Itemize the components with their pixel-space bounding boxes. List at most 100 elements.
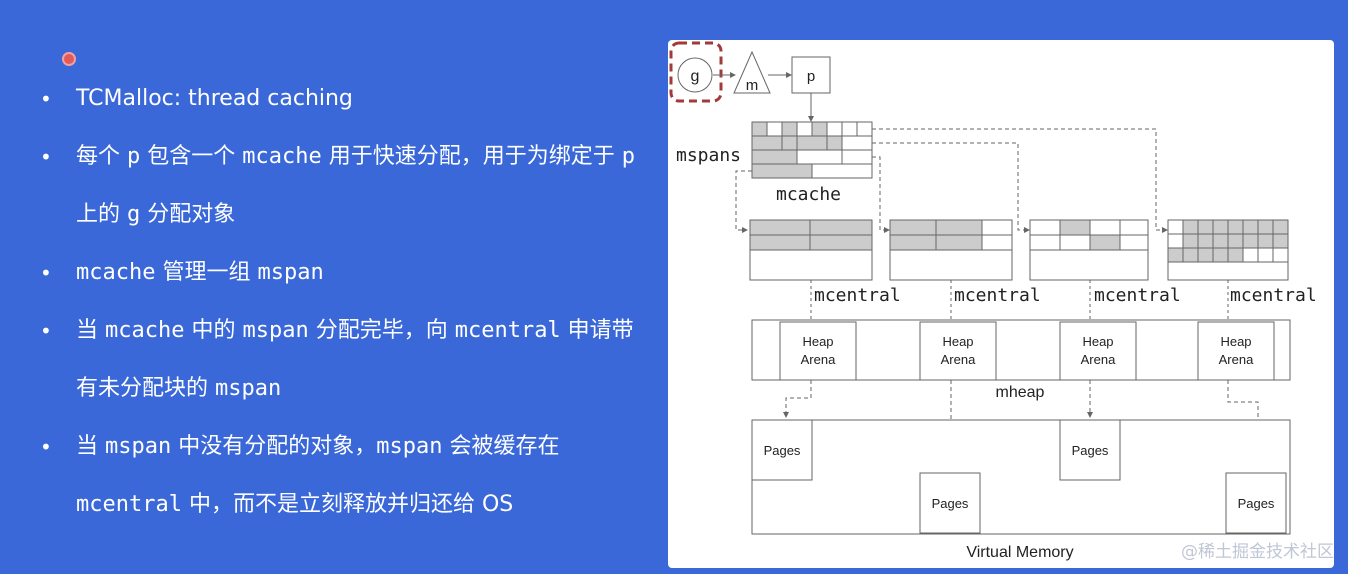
bullet-text: 中没有分配的对象， [171,434,377,459]
bullet-text: p [621,144,635,169]
mcentral-cell [1197,247,1214,263]
heap-arena-label: Arena [801,352,836,367]
g-label: g [691,68,700,85]
bullet-text: mcache [76,260,156,285]
route-pages-arrow-1 [783,412,789,418]
p-to-mcache-arrow [808,116,814,122]
bullet-text: 用于快速分配，用于为绑定于 [321,144,622,169]
heap-arena-box [919,321,997,381]
pages-label: Pages [932,496,969,511]
mcentral-cell [1227,219,1244,235]
bullet-list: TCMalloc: thread caching每个 p 包含一个 mcache… [40,70,650,534]
mcentral-cell [889,234,937,251]
mcache-cell [841,149,873,165]
mcentral-cell [1197,219,1214,235]
bullet-text: mcentral [454,318,561,343]
virtual-memory-label: Virtual Memory [966,544,1073,561]
mcache-cell [796,149,843,165]
heap-arena-label: Heap [1220,334,1251,349]
mcentral-cell [749,234,811,251]
bullet-text: mcache [242,144,322,169]
mcache-cell [811,121,828,137]
m-label: m [746,77,759,94]
mcentral-cell [1167,247,1184,263]
mcentral-cell [981,234,1013,251]
mcache-cell [841,121,858,137]
bullet-text: p [127,144,141,169]
mcentral-cell [1212,233,1229,249]
mcentral-cell [1089,219,1121,236]
heap-arena-label: Arena [941,352,976,367]
mcentral-cell [1119,234,1149,251]
bullet-text: g [127,202,141,227]
mcentral-cell [935,234,983,251]
heap-arena-label: Heap [802,334,833,349]
mcentral-cell [1029,219,1061,236]
mcache-cell [826,135,843,151]
mcentral-cell [1059,219,1091,236]
bullet-text: mspan [105,434,172,459]
mcentral-cell [1272,247,1289,263]
mcache-cell [811,163,873,179]
route-arrow-2 [884,227,890,233]
mcache-cell [751,135,783,151]
pages-box [919,472,981,534]
mcentral-cell [1227,233,1244,249]
g-highlight-box [669,41,723,103]
bullet-text: 当 [76,434,105,459]
mcentral-cell [1212,219,1229,235]
pages-box [1059,419,1121,481]
heap-arena-label: Arena [1081,352,1116,367]
mcache-cell [781,121,798,137]
mcentral-cell [1242,247,1259,263]
mcentral-cell [1242,219,1259,235]
mcache-label: mcache [776,184,841,205]
bullet-text: mspan [242,318,309,343]
pages-box [751,419,813,481]
mcentral-cell [889,219,937,236]
mcentral-cell [1119,219,1149,236]
mcentral-cell [1167,233,1184,249]
mcentral-cell [1167,219,1184,235]
bullet-text: 中，而不是立刻释放并归还给 OS [181,492,514,517]
heap-arena-box [1059,321,1137,381]
bullet-item: mcache 管理一组 mspan [40,244,650,302]
heap-arena-box [1197,321,1275,381]
virtual-memory-box [751,419,1291,535]
mcache-cell [841,135,873,151]
route-mcentral-2 [872,156,884,231]
bullet-item: 当 mspan 中没有分配的对象，mspan 会被缓存在 mcentral 中，… [40,418,650,534]
bullet-item: TCMalloc: thread caching [40,70,650,128]
bullet-text: 中的 [184,318,243,343]
mcentral-cell [1272,233,1289,249]
mcentral-label: mcentral [1094,285,1181,306]
m-triangle [733,50,771,94]
bullet-item: 当 mcache 中的 mspan 分配完毕，向 mcentral 申请带有未分… [40,302,650,418]
bullet-text: mspan [376,434,443,459]
slide-marker-dot [62,52,76,66]
mcentral-cell [1242,233,1259,249]
mcentral-cell [1182,233,1199,249]
mcache-cell [751,149,798,165]
bullet-text: mcentral [76,492,182,517]
pages-box [1225,472,1287,534]
route-arrow-1 [742,227,748,233]
heap-arena-label: Heap [1082,334,1113,349]
g-circle [677,57,713,93]
bullet-text: 申请带有未分配块的 [76,318,634,401]
bullet-item: 每个 p 包含一个 mcache 用于快速分配，用于为绑定于 p 上的 g 分配… [40,128,650,244]
mcache-cell [751,163,813,179]
mcentral-cell [749,219,811,236]
bullet-text: mspan [257,260,324,285]
heap-arena-box [779,321,857,381]
mcentral-cell [1182,219,1199,235]
mcache-cell [796,135,828,151]
mcentral-label: mcentral [954,285,1041,306]
bullet-text: 会被缓存在 [442,434,560,459]
bullet-text: 上的 [76,202,127,227]
mcentral-cell [809,219,873,236]
route-pages-1 [785,380,812,412]
mcentral-cell [1227,247,1244,263]
mcache-cell [751,121,768,137]
